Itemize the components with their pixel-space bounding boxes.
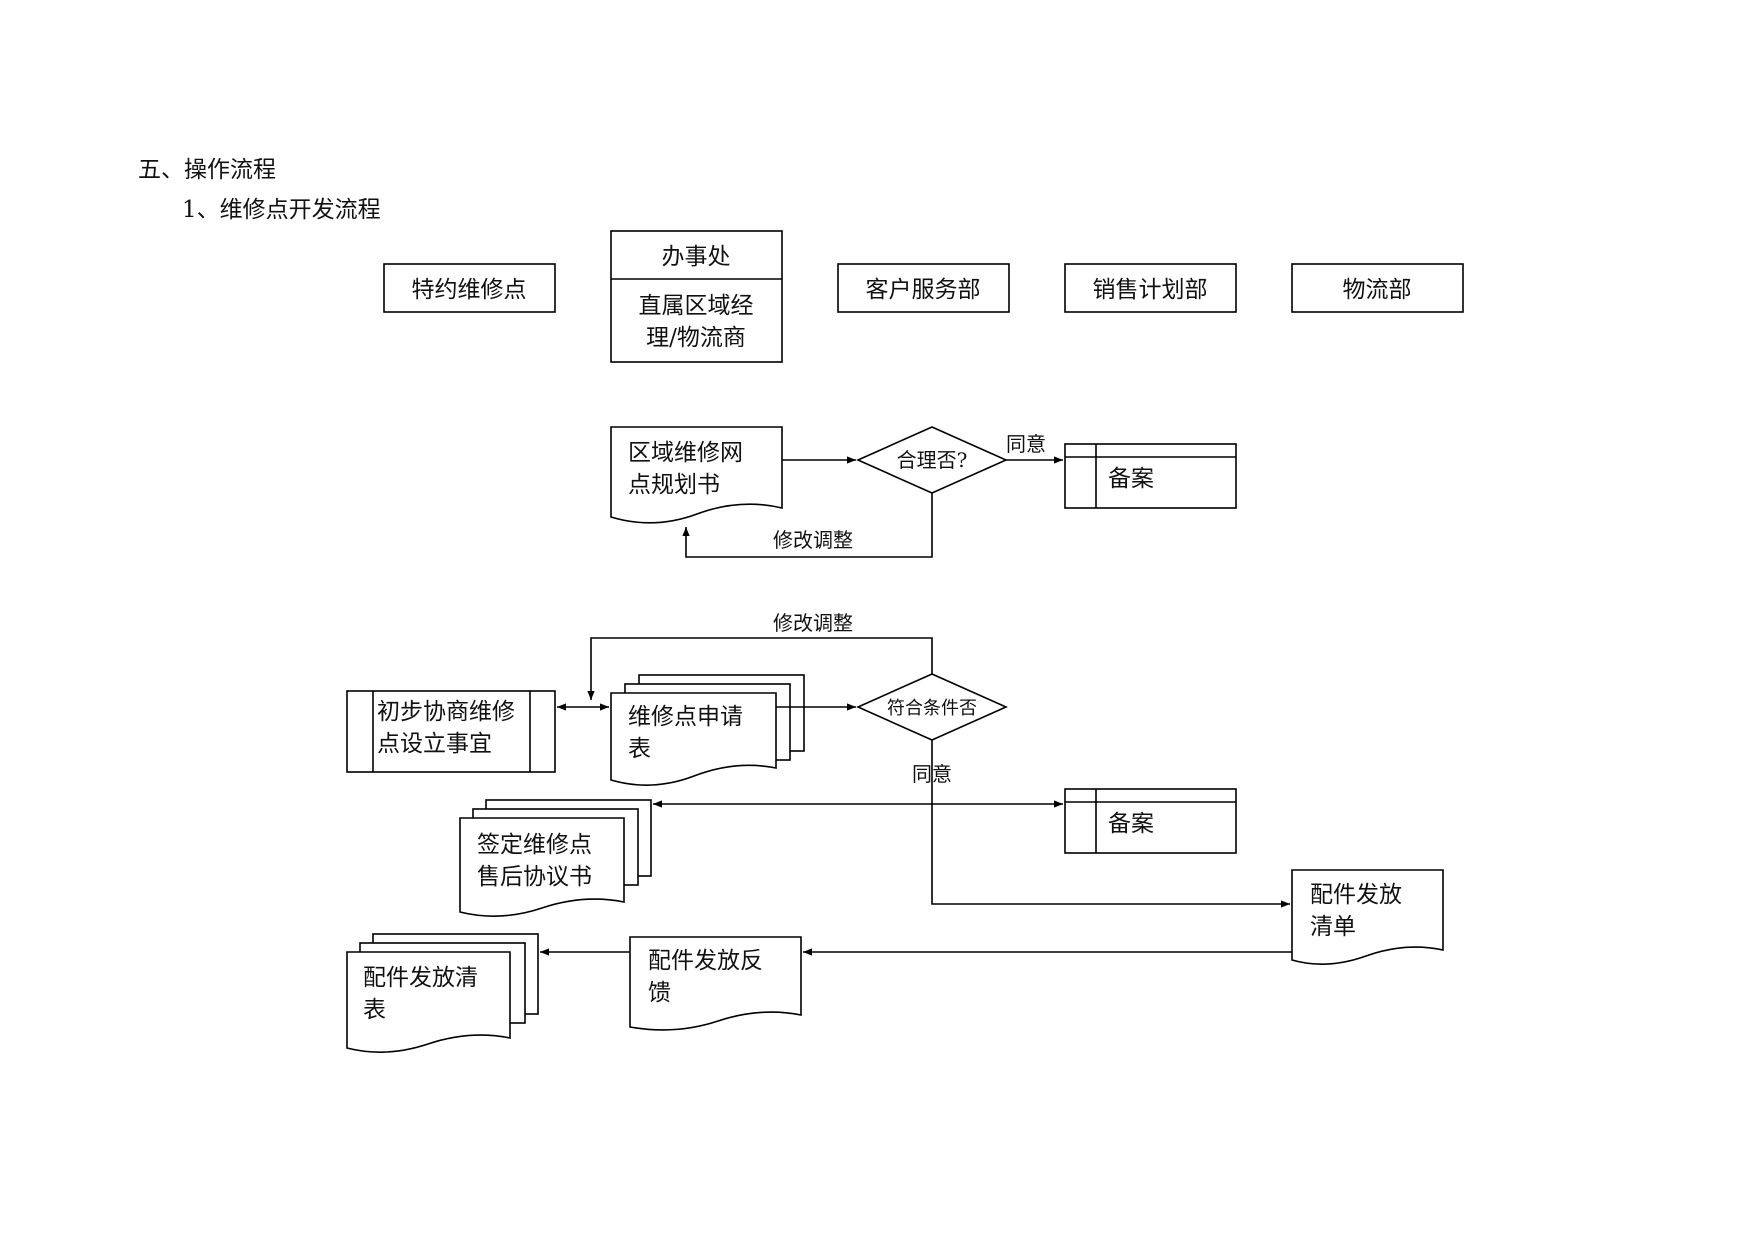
meets-label: 符合条件否	[887, 698, 977, 719]
application-line1: 维修点申请	[628, 704, 743, 730]
subsection-heading: 1、维修点开发流程	[182, 197, 381, 223]
parts-feedback-line1: 配件发放反	[648, 948, 763, 974]
parts-list-line2: 清单	[1310, 914, 1356, 940]
record1-label: 备案	[1108, 466, 1154, 492]
lane-special-repair-label: 特约维修点	[412, 277, 527, 303]
node-application-form: 维修点申请 表	[610, 674, 805, 786]
plan-doc-line2: 点规划书	[628, 472, 720, 498]
node-negotiate-process: 初步协商维修 点设立事宜	[346, 690, 556, 773]
negotiate-line1: 初步协商维修	[377, 699, 515, 725]
record2-label: 备案	[1108, 811, 1154, 837]
arrow-adjust-loop-1	[682, 493, 933, 558]
reasonable-label: 合理否?	[897, 448, 968, 472]
lane-office: 办事处 直属区域经 理/物流商	[610, 230, 783, 363]
lane-office-line2: 理/物流商	[646, 325, 746, 351]
parts-feedback-line2: 馈	[648, 980, 671, 1006]
node-reasonable-decision: 合理否?	[856, 426, 1008, 494]
adjust-label-1: 修改调整	[773, 528, 853, 552]
lane-sales-planning-label: 销售计划部	[1093, 277, 1208, 303]
lane-customer-service: 客户服务部	[837, 263, 1010, 313]
section-heading: 五、操作流程	[138, 157, 276, 183]
parts-table-line1: 配件发放清	[363, 965, 478, 991]
lane-customer-service-label: 客户服务部	[866, 277, 981, 303]
agree-label-1: 同意	[1006, 432, 1046, 456]
lane-sales-planning: 销售计划部	[1064, 263, 1237, 313]
parts-table-line2: 表	[363, 997, 386, 1023]
lane-office-title: 办事处	[662, 244, 731, 270]
arrow-adjust-loop-2	[587, 637, 933, 700]
agreement-line2: 售后协议书	[477, 864, 592, 890]
lane-office-line1: 直属区域经	[639, 293, 754, 319]
node-record-2: 备案	[1064, 788, 1237, 854]
negotiate-line2: 点设立事宜	[377, 731, 492, 757]
parts-list-line1: 配件发放	[1310, 882, 1402, 908]
node-parts-feedback: 配件发放反 馈	[629, 936, 802, 1031]
agreement-line1: 签定维修点	[477, 832, 592, 858]
application-line2: 表	[628, 736, 651, 762]
node-parts-table: 配件发放清 表	[346, 933, 539, 1053]
lane-logistics: 物流部	[1291, 263, 1464, 313]
plan-doc-line1: 区域维修网	[628, 440, 743, 466]
node-meets-conditions-decision: 符合条件否	[856, 673, 1008, 741]
lane-special-repair-point: 特约维修点	[383, 263, 556, 313]
lane-logistics-label: 物流部	[1343, 277, 1412, 303]
node-agreement-document: 签定维修点 售后协议书	[459, 799, 652, 917]
node-record-1: 备案	[1064, 443, 1237, 509]
node-plan-document: 区域维修网 点规划书	[610, 426, 783, 524]
arrow-agree-to-parts-list	[931, 740, 1290, 908]
node-parts-list: 配件发放 清单	[1291, 869, 1444, 965]
adjust-label-2: 修改调整	[773, 611, 853, 635]
